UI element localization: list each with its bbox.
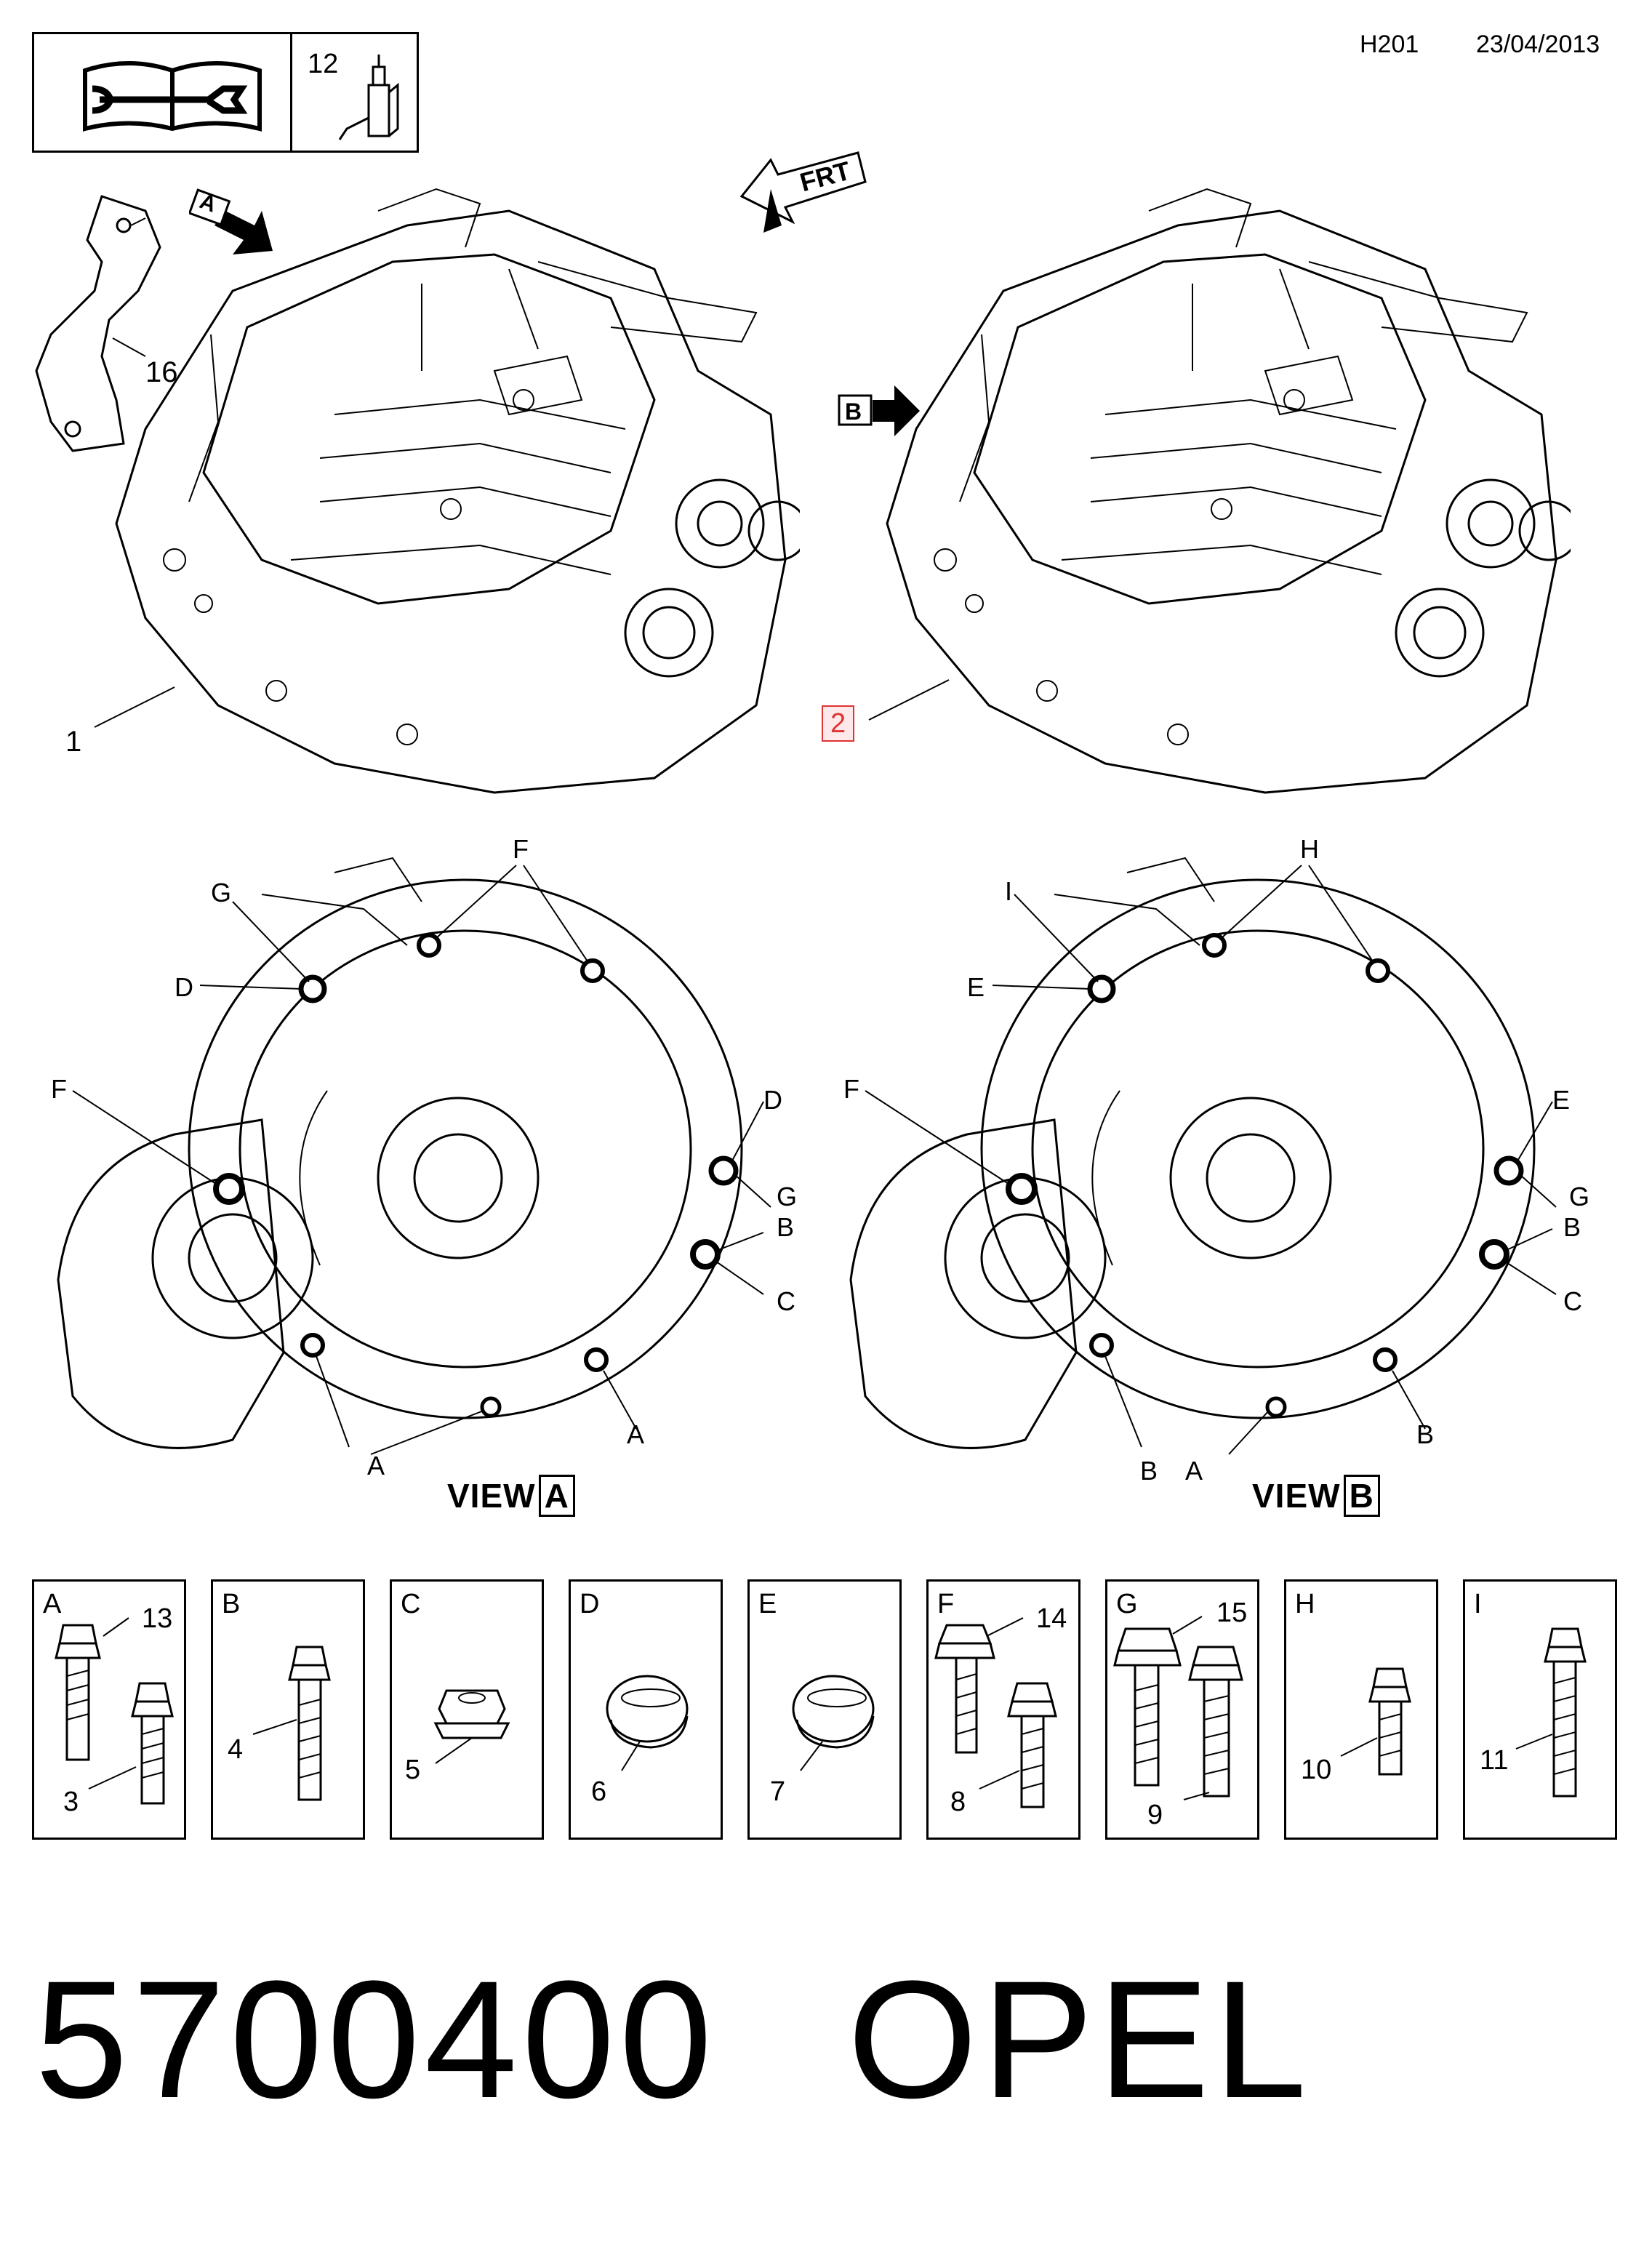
part-letter: D bbox=[580, 1589, 600, 1619]
view-a-arrow-icon bbox=[189, 188, 273, 255]
part-number: 9 bbox=[1147, 1800, 1163, 1830]
view-b-letter: B bbox=[1343, 1475, 1380, 1517]
icon-box: 12 bbox=[32, 32, 419, 153]
part-letter: H bbox=[1295, 1589, 1315, 1619]
bracket-label: 16 bbox=[145, 356, 178, 388]
part-box-g[interactable]: G 15 9 bbox=[1105, 1579, 1259, 1840]
part-number: 15 bbox=[1216, 1598, 1248, 1628]
flange-nut-icon bbox=[433, 1689, 510, 1764]
view-a-callout: F bbox=[51, 1074, 67, 1104]
view-b-arrow-label: B bbox=[845, 398, 862, 425]
flange-bolt-icon bbox=[934, 1617, 1057, 1808]
view-b-callout: B bbox=[1563, 1212, 1581, 1242]
view-b-callout: A bbox=[1185, 1456, 1203, 1486]
view-b-callout: E bbox=[1552, 1085, 1571, 1115]
part-number: 7 bbox=[770, 1776, 786, 1807]
part-box-i[interactable]: I 11 bbox=[1463, 1579, 1617, 1840]
view-a-callout: D bbox=[175, 972, 193, 1002]
part-number: 10 bbox=[1301, 1755, 1332, 1785]
part-letter: C bbox=[401, 1589, 421, 1619]
bracket-part bbox=[35, 195, 161, 452]
front-arrow-icon bbox=[739, 151, 867, 233]
part-box-e[interactable]: E 7 bbox=[747, 1579, 902, 1840]
view-b-callout: F bbox=[843, 1074, 859, 1104]
long-bolt-icon bbox=[1515, 1627, 1587, 1798]
view-b-callout: B bbox=[1140, 1456, 1158, 1486]
diagram-date: 23/04/2013 bbox=[1476, 31, 1600, 58]
transmission-assembly-b bbox=[886, 188, 1571, 794]
view-a-callout: F bbox=[513, 834, 529, 864]
part-box-f[interactable]: F 14 8 bbox=[926, 1579, 1080, 1840]
transmission-a-leader bbox=[94, 686, 175, 728]
view-a-letter: A bbox=[538, 1475, 575, 1517]
part-number: 8 bbox=[950, 1787, 966, 1817]
part-number: 3 bbox=[63, 1787, 79, 1817]
view-b-callout: B bbox=[1416, 1419, 1435, 1449]
part-letter: B bbox=[222, 1589, 241, 1619]
short-bolt-icon bbox=[1340, 1667, 1411, 1776]
lubricant-bottle-icon bbox=[338, 55, 399, 140]
bolt-points-b bbox=[1006, 933, 1524, 1418]
view-a-callout: G bbox=[777, 1182, 798, 1211]
manual-wrench-icon bbox=[83, 61, 262, 132]
view-a-callout: G bbox=[211, 878, 232, 907]
view-b-housing bbox=[849, 857, 1557, 1455]
part-number: 6 bbox=[591, 1776, 607, 1807]
part-number: 14 bbox=[1036, 1603, 1067, 1634]
view-a-callout: C bbox=[777, 1286, 795, 1316]
view-a-callout: A bbox=[367, 1451, 385, 1480]
part-box-b[interactable]: B 4 bbox=[211, 1579, 365, 1840]
part-number: 11 bbox=[1480, 1745, 1509, 1776]
part-box-h[interactable]: H 10 bbox=[1284, 1579, 1438, 1840]
view-a-callout: A bbox=[627, 1419, 645, 1449]
brand-title: OPEL bbox=[847, 1946, 1312, 2133]
bracket-leader bbox=[112, 337, 146, 357]
part-number: 5 bbox=[405, 1755, 421, 1785]
part-box-c[interactable]: C 5 bbox=[390, 1579, 544, 1840]
part-letter: G bbox=[1116, 1589, 1138, 1619]
part-letter: I bbox=[1474, 1589, 1482, 1619]
part-box-a[interactable]: A 13 3 bbox=[32, 1579, 186, 1840]
view-a-callout: B bbox=[777, 1212, 795, 1242]
part-letter: E bbox=[758, 1589, 777, 1619]
view-b-callout: C bbox=[1563, 1286, 1582, 1316]
part-letter: F bbox=[937, 1589, 955, 1619]
diagram-code: H201 bbox=[1360, 31, 1419, 58]
view-b-callout: H bbox=[1300, 834, 1319, 864]
part-box-d[interactable]: D 6 bbox=[569, 1579, 723, 1840]
view-a-housing bbox=[57, 857, 771, 1455]
flange-bolt-icon bbox=[55, 1617, 174, 1805]
part-letter: A bbox=[43, 1589, 62, 1619]
long-flange-bolt-icon bbox=[1113, 1616, 1243, 1800]
view-b-arrow-icon bbox=[838, 385, 920, 436]
plug-cap-icon bbox=[606, 1675, 689, 1771]
long-bolt-icon bbox=[252, 1646, 331, 1801]
part-number: 13 bbox=[142, 1603, 173, 1634]
bolt-points-a bbox=[213, 933, 739, 1418]
view-b-callout: I bbox=[1005, 876, 1013, 906]
view-a-callout: D bbox=[763, 1085, 782, 1115]
plug-cap-icon bbox=[792, 1675, 875, 1771]
view-b-callout: E bbox=[967, 972, 985, 1002]
transmission-assembly-a bbox=[115, 188, 800, 794]
part-number: 4 bbox=[228, 1734, 244, 1765]
view-b-callout: G bbox=[1569, 1182, 1590, 1211]
transmission-b-leader bbox=[868, 679, 950, 721]
part-number-title: 5700400 bbox=[35, 1946, 717, 2133]
lubricant-number: 12 bbox=[308, 49, 339, 79]
transmission-b-label[interactable]: 2 bbox=[822, 705, 855, 742]
transmission-a-label: 1 bbox=[65, 726, 82, 758]
